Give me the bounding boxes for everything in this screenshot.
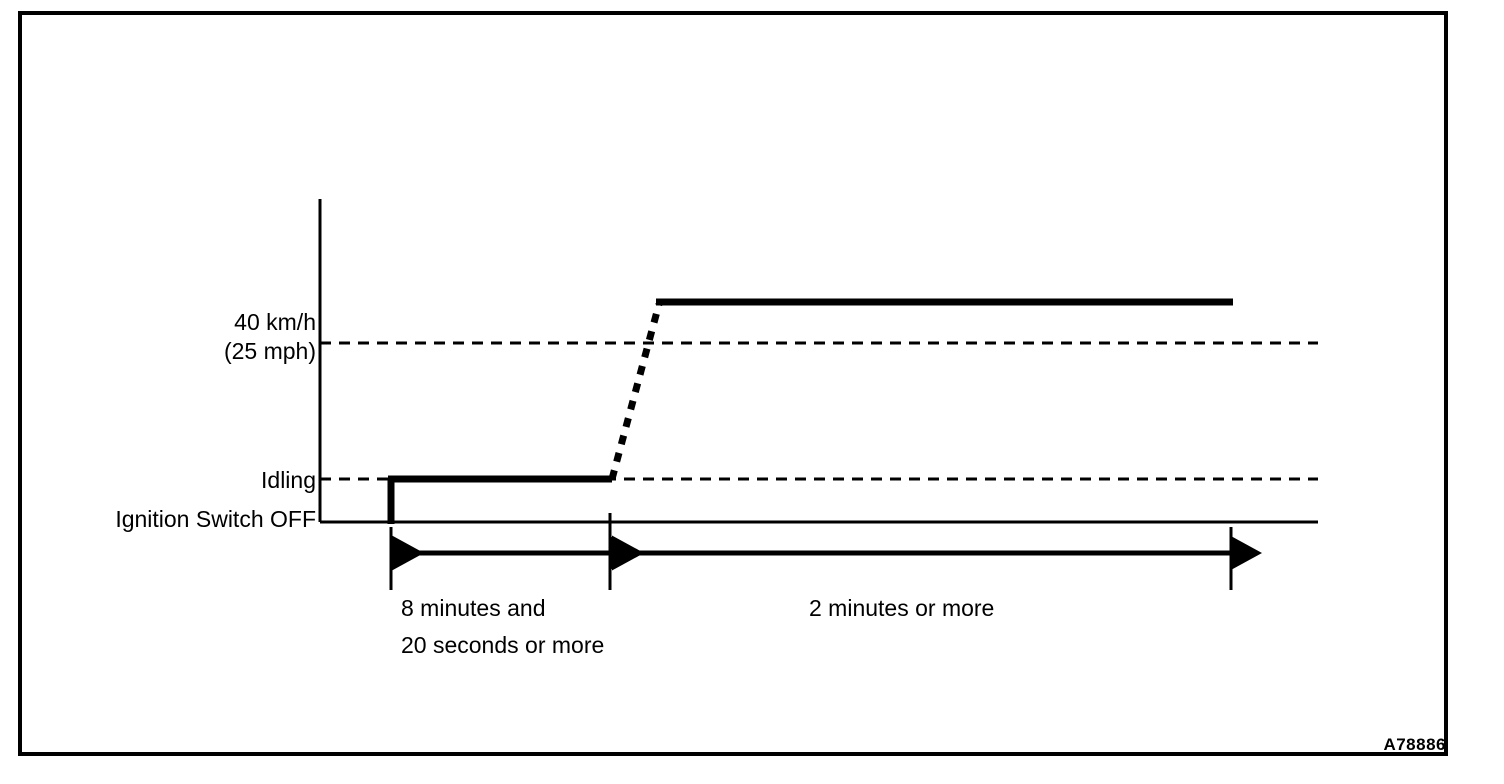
span-label-phase2: 2 minutes or more [809,590,994,627]
y-label-speed-line2: (25 mph) [223,338,316,364]
y-label-speed-line1: 40 km/h [234,309,316,335]
span-label-phase1-line1: 8 minutes and [401,595,546,621]
figure-border [18,11,1448,756]
signal-acceleration-ramp [608,303,663,480]
y-label-speed: 40 km/h (25 mph) [224,308,316,366]
y-label-ignition-switch-off: Ignition Switch OFF [115,506,316,532]
y-label-idling: Idling [261,467,316,493]
span-label-phase1: 8 minutes and 20 seconds or more [401,590,604,664]
figure-id-code: A78886 [1383,735,1446,754]
span-label-phase1-line2: 20 seconds or more [401,632,605,658]
span-label-phase2-line1: 2 minutes or more [809,595,995,621]
